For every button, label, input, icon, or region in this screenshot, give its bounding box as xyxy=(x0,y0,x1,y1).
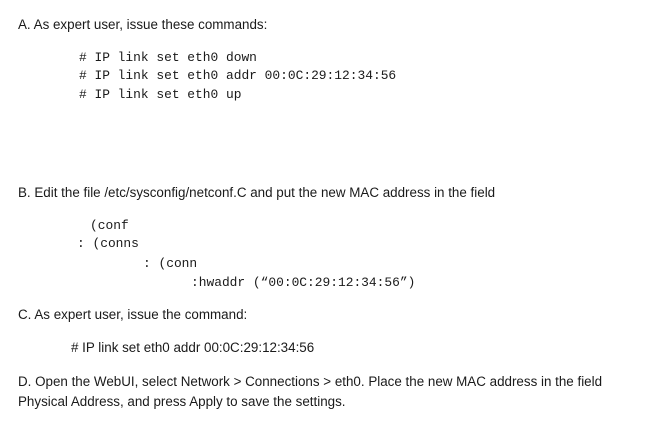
section-a-command-3: # IP link set eth0 up xyxy=(79,87,242,102)
section-d-line-1: D. Open the WebUI, select Network > Conn… xyxy=(18,374,603,389)
section-b-code-line-4: :hwaddr (“00:0C:29:12:34:56”) xyxy=(191,275,416,290)
section-b-code-line-1: (conf xyxy=(90,218,129,233)
section-c-command: # IP link set eth0 addr 00:0C:29:12:34:5… xyxy=(71,340,315,355)
section-b-code-line-2: : (conns xyxy=(77,236,139,251)
section-a-command-2: # IP link set eth0 addr 00:0C:29:12:34:5… xyxy=(79,68,397,83)
section-d-line-2: Physical Address, and press Apply to sav… xyxy=(18,394,346,409)
section-a-heading: A. As expert user, issue these commands: xyxy=(18,17,268,32)
section-b-code-line-3: : (conn xyxy=(143,256,198,271)
section-b-heading: B. Edit the file /etc/sysconfig/netconf.… xyxy=(18,185,496,200)
section-c-heading: C. As expert user, issue the command: xyxy=(18,307,248,322)
section-a-command-1: # IP link set eth0 down xyxy=(79,50,257,65)
